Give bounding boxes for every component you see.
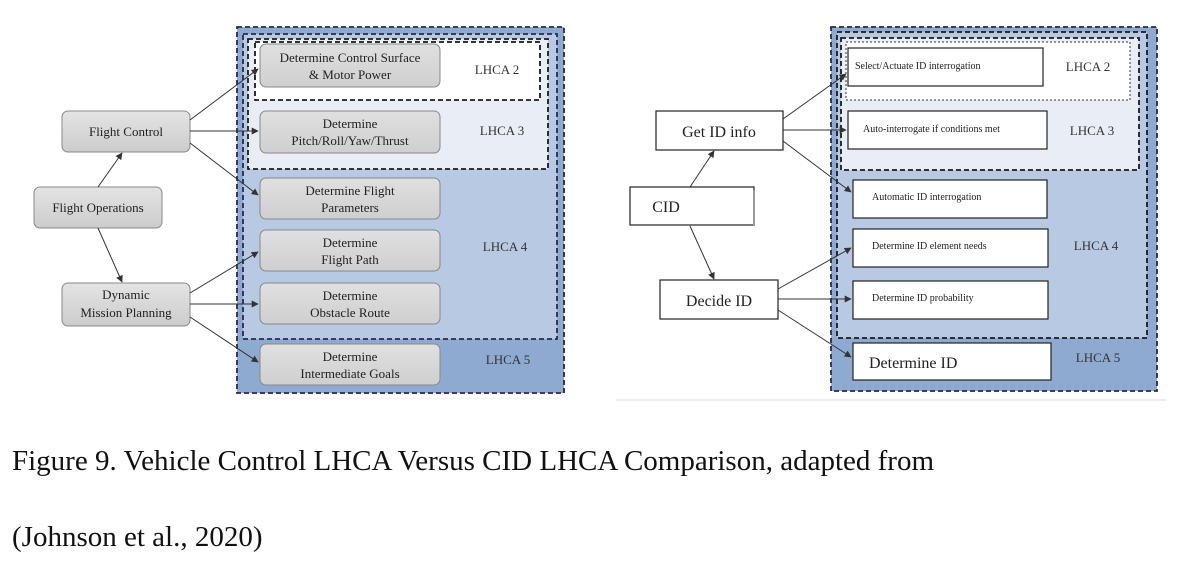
right-box-probability [852,280,1049,320]
left-lhca4-label: LHCA 4 [483,239,528,254]
right-box-automatic-id-label: Automatic ID interrogation [872,192,981,203]
left-arrow-ops-to-dmp [97,227,123,283]
left-source-flight-operations-label: Flight Operations [52,200,143,215]
left-box-intermediate-goals-line2: Intermediate Goals [300,366,399,381]
left-box-flight-params-line2: Parameters [321,200,379,215]
left-box-pitch-roll-line1: Determine [323,116,378,131]
left-arrow-dmp-to-path [189,251,259,294]
figure-caption-line2: (Johnson et al., 2020) [12,521,263,553]
left-lhca5-label: LHCA 5 [486,352,530,367]
right-box-select-actuate [847,47,1044,87]
left-box-control-surface-line1: Determine Control Surface [280,50,421,65]
left-arrow-ops-to-control [97,152,123,188]
left-source-flight-control-label: Flight Control [89,124,163,139]
right-box-auto-interrogate-label: Auto-interrogate if conditions met [863,124,1000,135]
right-box-element-needs [852,228,1049,268]
right-arrow-cid-to-getid [689,150,715,188]
left-source-dmp-line2: Mission Planning [80,305,172,320]
left-arrow-dmp-to-goals [189,316,259,363]
left-box-control-surface [259,43,441,88]
left-arrow-control-to-surface [189,68,259,121]
left-box-intermediate-goals [259,343,441,386]
right-source-decide-id-label: Decide ID [686,293,752,310]
left-lhca3-label: LHCA 3 [480,123,524,138]
left-box-intermediate-goals-line1: Determine [323,349,378,364]
right-source-get-id-info-label: Get ID info [682,124,756,141]
left-arrow-control-to-params [189,142,259,196]
right-lhca3-label: LHCA 3 [1070,123,1114,138]
left-box-obstacle-route [259,282,441,325]
left-box-pitch-roll [259,110,441,154]
right-box-auto-interrogate [847,110,1048,150]
right-lhca5-label: LHCA 5 [1076,350,1120,365]
left-diagram: LHCA 2 LHCA 3 LHCA 4 LHCA 5 Determine Co… [33,26,565,394]
right-box-probability-label: Determine ID probability [872,293,974,304]
right-arrow-getid-to-automatic [782,140,852,193]
left-box-flight-params [259,177,441,220]
right-lhca2-label: LHCA 2 [1066,59,1110,74]
right-source-cid [629,186,755,226]
right-box-determine-id [852,342,1052,381]
figure-caption-line1: Figure 9. Vehicle Control LHCA Versus CI… [12,445,935,477]
right-box-select-actuate-label: Select/Actuate ID interrogation [855,61,981,72]
left-box-flight-path-line2: Flight Path [321,252,379,267]
right-box-automatic-id [852,179,1048,219]
right-arrow-decide-to-needs [777,247,852,290]
left-source-dmp-line1: Dynamic [102,287,150,302]
right-arrow-decide-to-determine [777,309,852,358]
right-source-get-id-info [655,110,784,151]
left-box-control-surface-line2: & Motor Power [309,67,392,82]
left-lhca2-label: LHCA 2 [475,62,519,77]
left-box-obstacle-route-line1: Determine [323,288,378,303]
left-box-flight-path [259,229,441,272]
right-source-cid-label: CID [652,199,680,216]
right-arrow-cid-to-decide [689,225,715,280]
right-lhca4-label: LHCA 4 [1074,238,1119,253]
left-box-flight-params-line1: Determine Flight [305,183,395,198]
left-box-pitch-roll-line2: Pitch/Roll/Yaw/Thrust [291,133,409,148]
right-box-element-needs-label: Determine ID element needs [872,241,987,252]
right-arrow-getid-to-select [782,73,847,120]
right-box-determine-id-label: Determine ID [869,355,957,372]
right-diagram: LHCA 2 LHCA 3 LHCA 4 LHCA 5 Select/Actua… [616,26,1166,401]
left-box-obstacle-route-line2: Obstacle Route [310,305,390,320]
left-box-flight-path-line1: Determine [323,235,378,250]
